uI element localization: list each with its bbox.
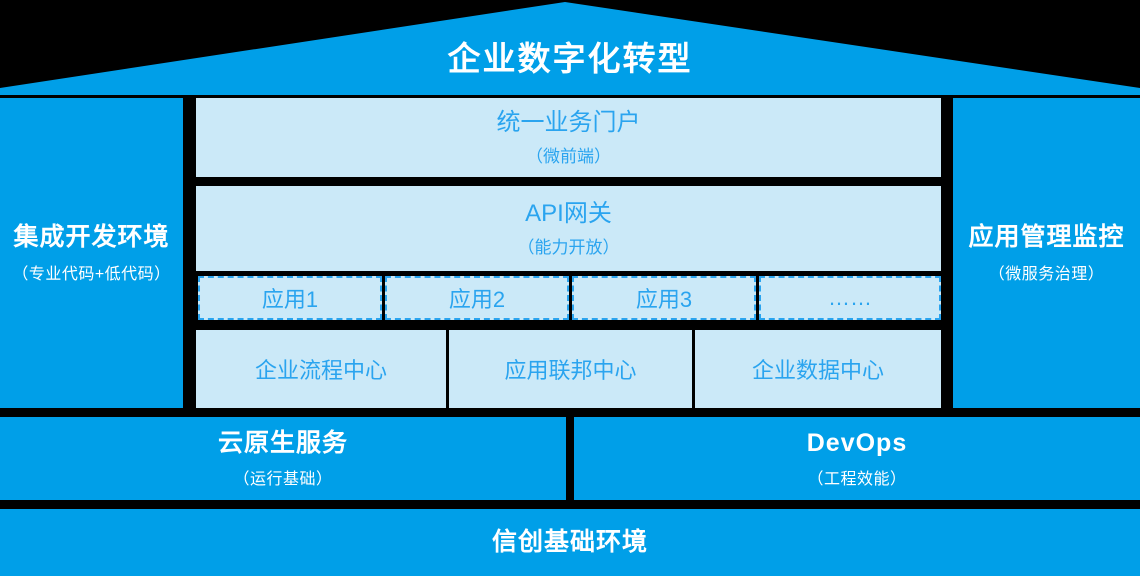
side-left-subtitle: （专业代码+低代码）	[12, 266, 171, 284]
layer-unified-business-portal[interactable]: 统一业务门户 （微前端）	[196, 98, 941, 177]
app-card[interactable]: 应用2	[385, 276, 569, 320]
devops-title: DevOps	[806, 429, 908, 458]
platform-card-devops[interactable]: DevOps （工程效能）	[574, 417, 1140, 500]
cloud-native-title: 云原生服务	[217, 429, 348, 458]
foundation-title: 信创基础环境	[491, 527, 648, 556]
foundation-bar[interactable]: 信创基础环境	[0, 509, 1140, 576]
portal-title: 统一业务门户	[496, 109, 641, 136]
page-title: 企业数字化转型	[447, 40, 693, 77]
app-card[interactable]: 应用1	[198, 276, 382, 320]
center-card-process[interactable]: 企业流程中心	[196, 330, 446, 408]
platform-card-cloud-native[interactable]: 云原生服务 （运行基础）	[0, 417, 566, 500]
gateway-subtitle: （能力开放）	[517, 238, 620, 257]
app-card[interactable]: 应用3	[572, 276, 756, 320]
side-right-title: 应用管理监控	[968, 222, 1125, 251]
portal-subtitle: （微前端）	[526, 147, 611, 166]
app-card-more[interactable]: ……	[759, 276, 941, 320]
center-card-federation[interactable]: 应用联邦中心	[449, 330, 692, 408]
cloud-native-subtitle: （运行基础）	[233, 470, 333, 488]
sidebar-item-app-management-monitoring[interactable]: 应用管理监控 （微服务治理）	[953, 98, 1140, 408]
sidebar-item-integrated-dev-env[interactable]: 集成开发环境 （专业代码+低代码）	[0, 98, 183, 408]
side-left-title: 集成开发环境	[13, 222, 170, 251]
gateway-title: API网关	[525, 200, 612, 227]
side-right-subtitle: （微服务治理）	[988, 266, 1105, 284]
layer-api-gateway[interactable]: API网关 （能力开放）	[196, 186, 941, 271]
center-card-data[interactable]: 企业数据中心	[695, 330, 941, 408]
roof-polygon	[0, 2, 1140, 95]
devops-subtitle: （工程效能）	[807, 470, 907, 488]
roof-shape	[0, 0, 1140, 95]
